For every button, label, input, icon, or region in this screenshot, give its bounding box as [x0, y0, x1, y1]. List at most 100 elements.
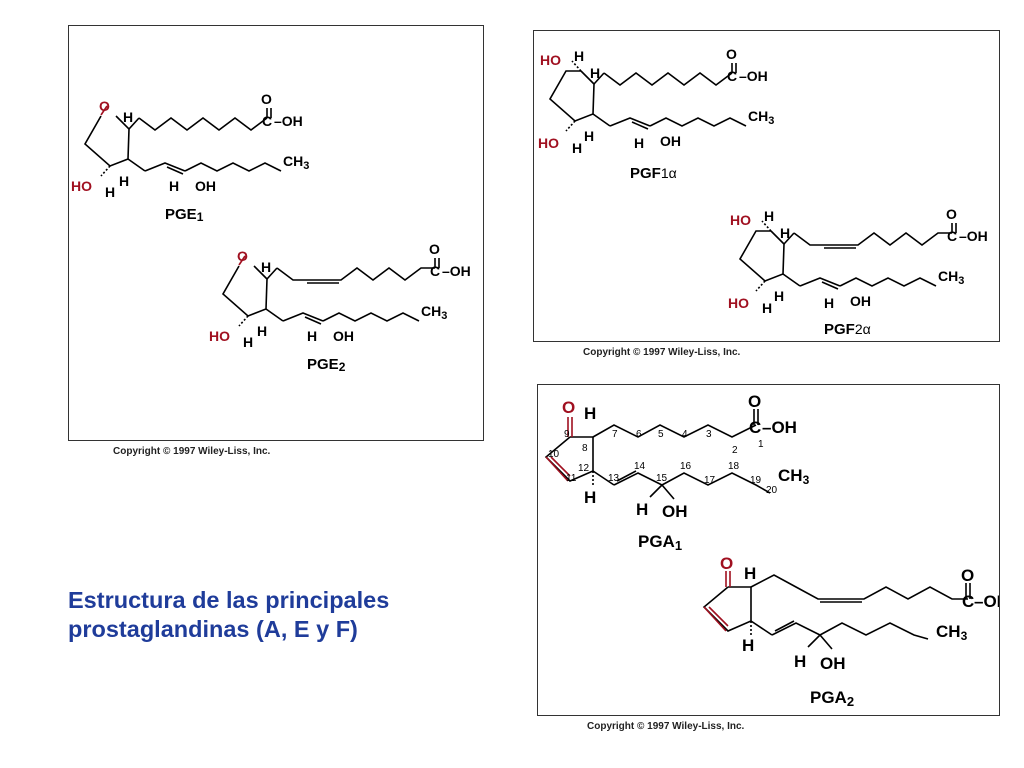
pga1-num-8: 8 [582, 443, 588, 454]
panel-pga: O H O C –OH CH3 H H OH 9 8 7 6 5 4 3 2 1… [537, 384, 1000, 716]
pga2-h-15: H [794, 652, 806, 671]
pgf1-cooh-c: C [727, 68, 737, 84]
pga2-h-8: H [744, 564, 756, 583]
pge2-structure: O H O C –OH CH3 HO H H H OH PGE2 [209, 241, 471, 374]
pgf2-cooh-oh: –OH [959, 228, 988, 244]
pga2-cooh-c: C [962, 592, 974, 611]
caption-line-1: Estructura de las principales [68, 587, 390, 613]
pgf2-h-12: H [774, 288, 784, 304]
pga1-num-17: 17 [704, 475, 716, 486]
pga1-num-9: 9 [564, 429, 570, 440]
pgf2-h-11: H [762, 300, 772, 316]
pge2-cooh-oh: –OH [442, 263, 471, 279]
panel-pgf: HO H H O C –OH CH3 HO H H H OH PGF1α [533, 30, 1000, 342]
pga1-h-8: H [584, 404, 596, 423]
pge2-h-15: H [307, 328, 317, 344]
pgf2-h-15: H [824, 295, 834, 311]
pgf-structures: HO H H O C –OH CH3 HO H H H OH PGF1α [538, 46, 988, 338]
pgf1-h-9: H [574, 48, 584, 64]
pge1-h-bottom: H [105, 184, 115, 200]
pge2-name: PGE2 [307, 356, 346, 374]
pge1-h-15: H [169, 178, 179, 194]
pga1-num-5: 5 [658, 429, 664, 440]
pgf2-structure: HO H H O C –OH CH3 HO H H H OH PGF2α [728, 206, 988, 338]
pge1-cooh-c: C [262, 113, 272, 129]
pge1-oh: OH [195, 178, 216, 194]
pgf2-ho-top: HO [730, 212, 751, 228]
pge2-oh: OH [333, 328, 354, 344]
pga1-num-1: 1 [758, 439, 764, 450]
pga2-h-12: H [742, 636, 754, 655]
copyright-pga: Copyright © 1997 Wiley-Liss, Inc. [587, 721, 745, 732]
pga1-ch3: CH3 [778, 466, 810, 487]
pgf1-h-12: H [584, 128, 594, 144]
pgf2-oh: OH [850, 293, 871, 309]
pgf1-h-15: H [634, 135, 644, 151]
pga2-structure: O H O C –OH CH3 H H OH PGA2 [702, 554, 999, 709]
pga-structures: O H O C –OH CH3 H H OH 9 8 7 6 5 4 3 2 1… [544, 392, 999, 709]
pga2-cooh-o: O [961, 566, 974, 585]
pga1-num-14: 14 [634, 461, 646, 472]
pgf2-cooh-c: C [947, 228, 957, 244]
pga1-num-4: 4 [682, 429, 688, 440]
pgf1-ho-bottom: HO [538, 135, 559, 151]
pgf1-h-11: H [572, 140, 582, 156]
pgf1-cooh-o: O [726, 46, 737, 62]
pga1-oh: OH [662, 502, 688, 521]
pge1-ch3: CH3 [283, 153, 309, 172]
pga1-h-15: H [636, 500, 648, 519]
slide-caption: Estructura de las principales prostaglan… [68, 586, 488, 644]
pge1-ho: HO [71, 178, 92, 194]
pga2-name: PGA2 [810, 688, 854, 709]
pge1-h-top: H [123, 109, 133, 125]
pgf1-ch3: CH3 [748, 108, 774, 127]
pgf2-cooh-o: O [946, 206, 957, 222]
pga1-structure: O H O C –OH CH3 H H OH 9 8 7 6 5 4 3 2 1… [544, 392, 810, 553]
pga2-oxygen: O [720, 554, 733, 573]
pga1-num-10: 10 [548, 449, 560, 460]
caption-line-2: prostaglandinas (A, E y F) [68, 616, 358, 642]
pge1-oxygen: O [99, 98, 110, 114]
pga2-cooh-oh: –OH [974, 592, 999, 611]
pge-structures: O H O C –OH CH3 HO H H H OH PGE1 [71, 91, 471, 374]
pga1-num-15: 15 [656, 473, 668, 484]
pga1-oxygen: O [562, 398, 575, 417]
pge1-structure: O H O C –OH CH3 HO H H H OH PGE1 [71, 91, 309, 224]
pga1-num-2: 2 [732, 445, 738, 456]
pgf2-h-9: H [764, 208, 774, 224]
pgf2-ho-bottom: HO [728, 295, 749, 311]
pga1-num-18: 18 [728, 461, 740, 472]
pge2-h-bottom: H [243, 334, 253, 350]
pga1-num-12: 12 [578, 463, 590, 474]
pge2-ch3: CH3 [421, 303, 447, 322]
pgf1-h-8: H [590, 65, 600, 81]
pge2-cooh-c: C [430, 263, 440, 279]
pgf2-ch3: CH3 [938, 268, 964, 287]
panel-pge: O H O C –OH CH3 HO H H H OH PGE1 [68, 25, 484, 441]
pge2-oxygen: O [237, 248, 248, 264]
pga1-name: PGA1 [638, 532, 682, 553]
pga1-num-7: 7 [612, 429, 618, 440]
pga1-num-20: 20 [766, 485, 778, 496]
pgf2-h-8: H [780, 225, 790, 241]
copyright-pgf: Copyright © 1997 Wiley-Liss, Inc. [583, 347, 741, 358]
pga1-num-3: 3 [706, 429, 712, 440]
pge2-h-12: H [257, 323, 267, 339]
pgf1-ho-top: HO [540, 52, 561, 68]
pge1-name: PGE1 [165, 206, 204, 224]
pgf1-oh: OH [660, 133, 681, 149]
pge1-cooh-oh: –OH [274, 113, 303, 129]
pge2-cooh-o: O [429, 241, 440, 257]
pga1-cooh-oh: –OH [762, 418, 797, 437]
pgf1-cooh-oh: –OH [739, 68, 768, 84]
pga1-cooh-c: C [749, 418, 761, 437]
pga2-oh: OH [820, 654, 846, 673]
pgf1-structure: HO H H O C –OH CH3 HO H H H OH PGF1α [538, 46, 774, 182]
pga1-num-6: 6 [636, 429, 642, 440]
pge1-cooh-o: O [261, 91, 272, 107]
pga1-num-11: 11 [566, 473, 577, 484]
pge2-ho: HO [209, 328, 230, 344]
pga1-num-13: 13 [608, 473, 620, 484]
pge1-h-12: H [119, 173, 129, 189]
pge2-h-top: H [261, 259, 271, 275]
